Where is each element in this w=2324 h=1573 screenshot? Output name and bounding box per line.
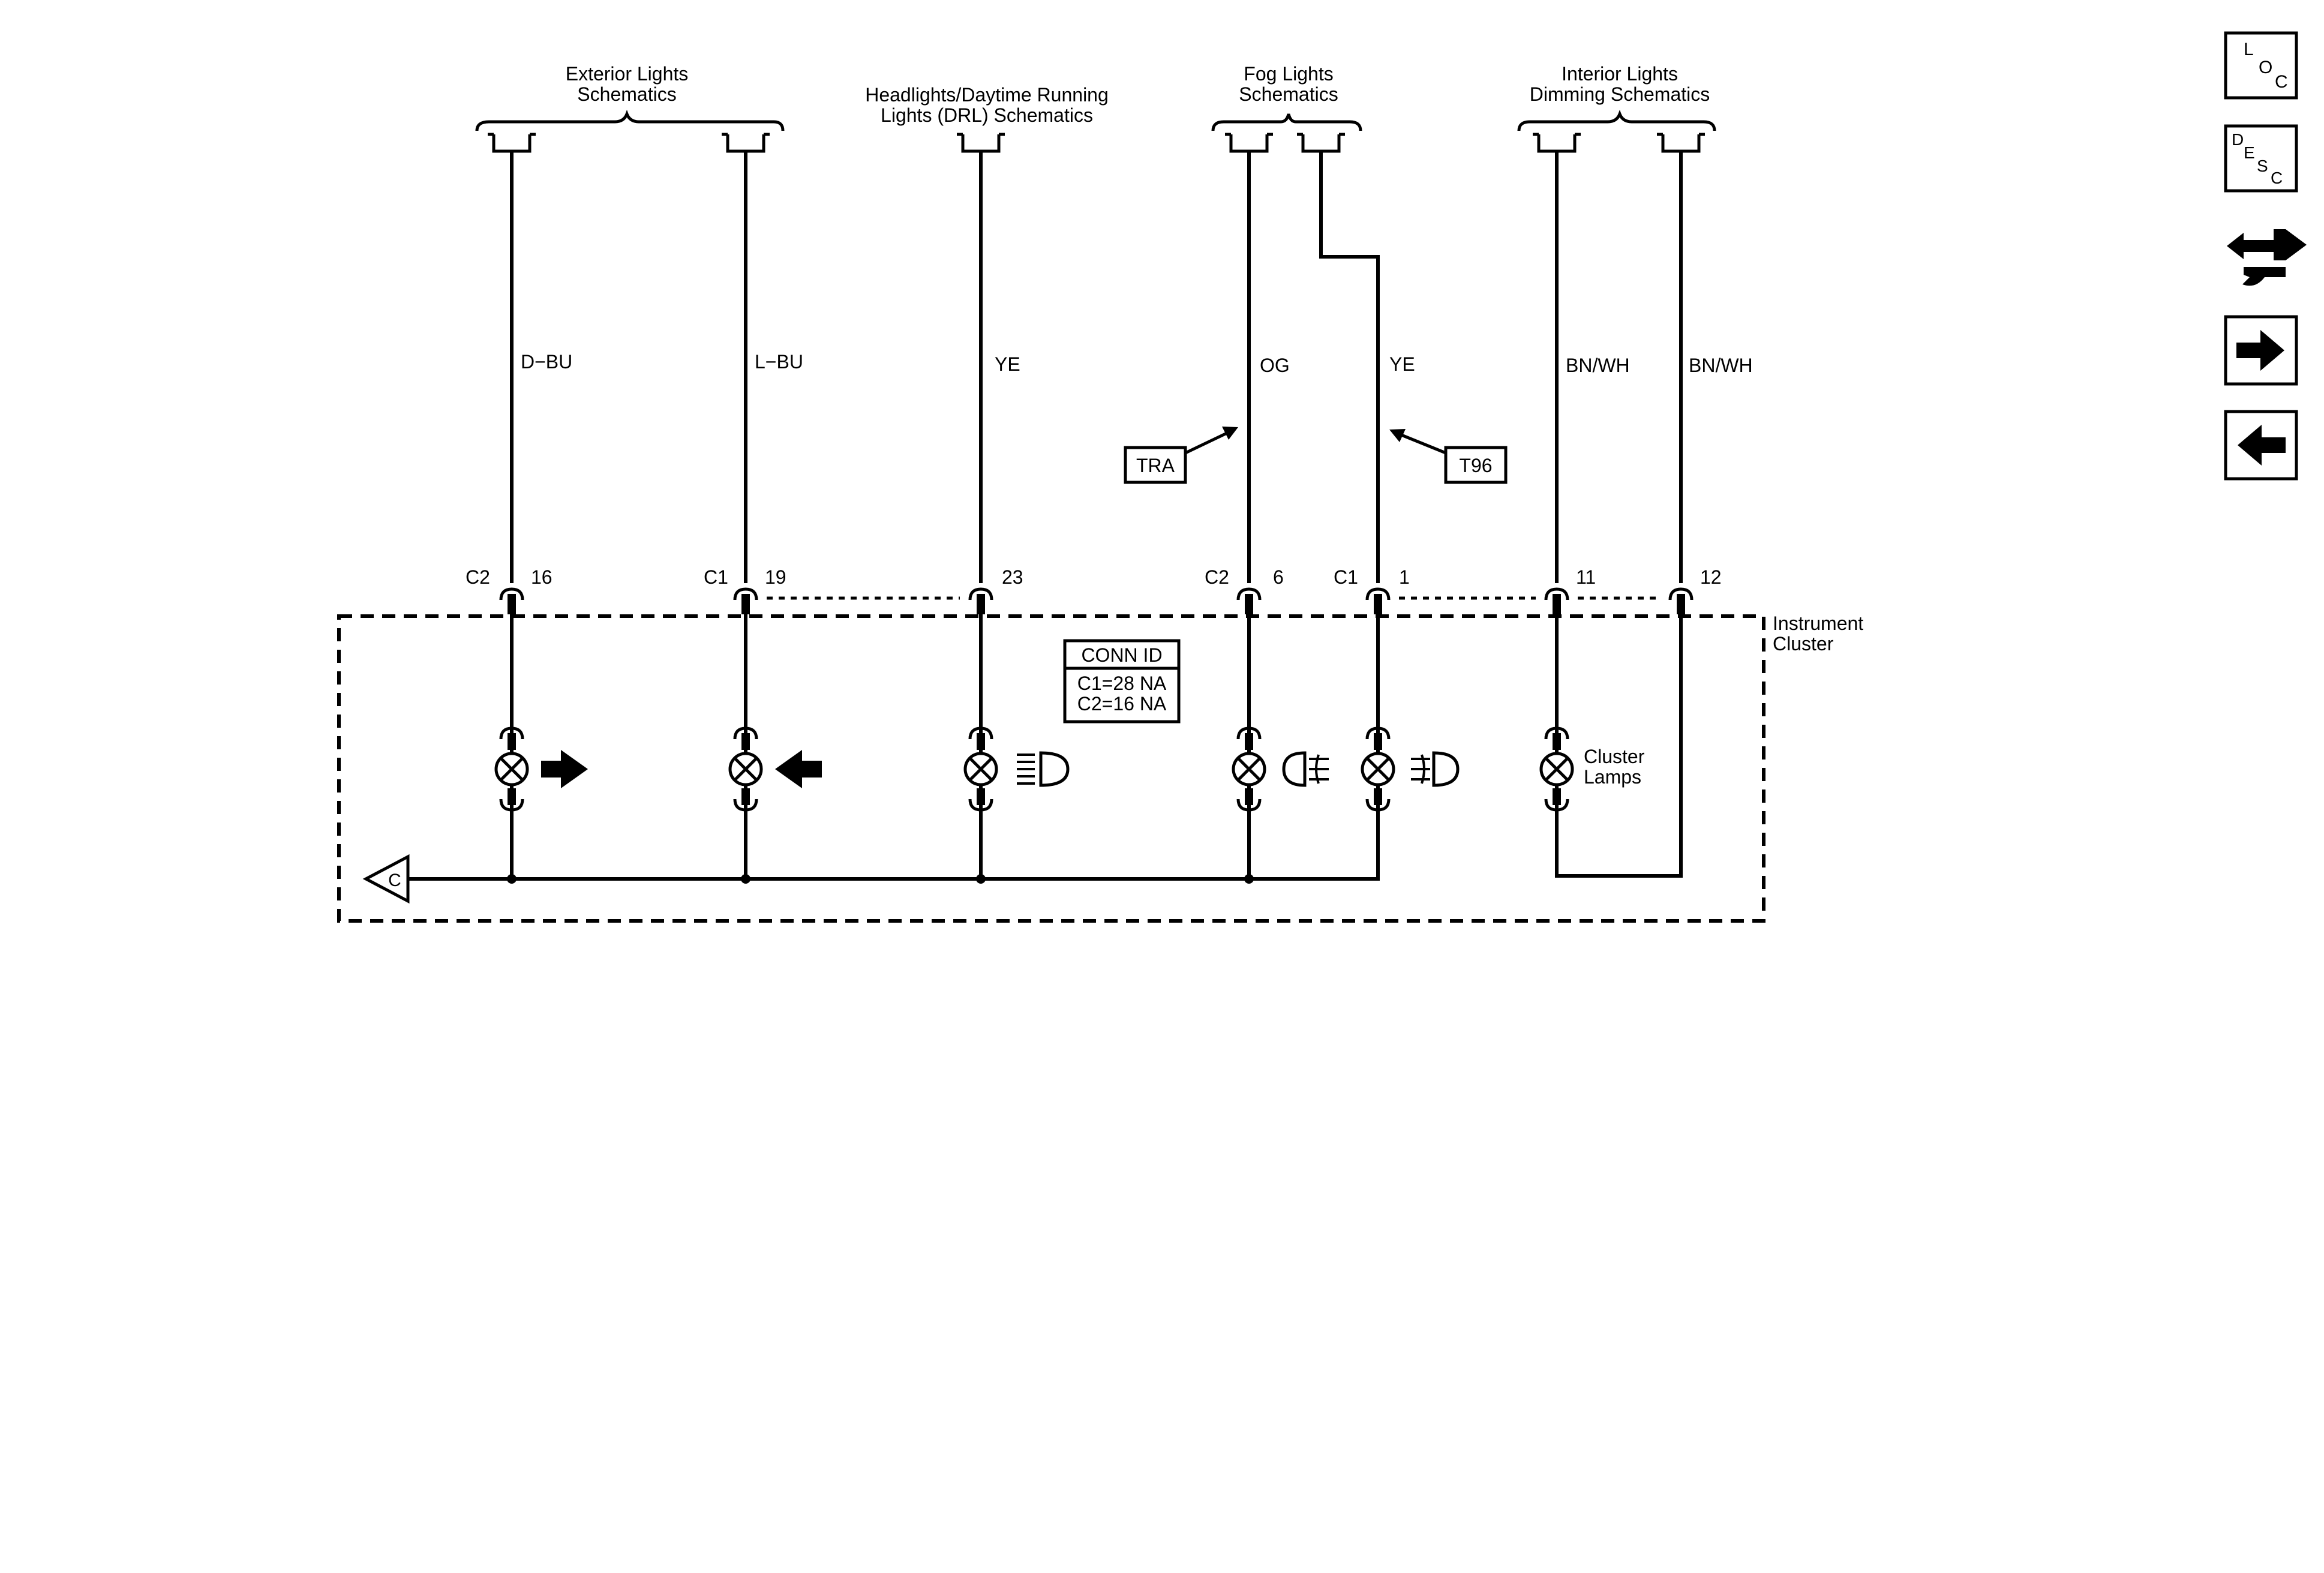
loc-letter-c: C (2275, 72, 2288, 92)
option-tra-label: TRA (1136, 455, 1175, 476)
wire-color-label: YE (995, 353, 1020, 375)
option-t96: T96 (1389, 429, 1508, 484)
ref-exterior-lights[interactable]: Exterior Lights Schematics (566, 63, 689, 105)
desc-letter-s: S (2257, 157, 2268, 175)
front-fog-icon (1411, 751, 1460, 787)
ground-reference-label: C (388, 870, 401, 890)
brace-interior (1517, 110, 1716, 131)
rear-fog-indicator-bulb (1232, 727, 1266, 812)
next-page-button[interactable] (2224, 315, 2298, 386)
ref-exterior-lights-line1: Exterior Lights (566, 63, 689, 85)
right-turn-indicator-bulb (494, 727, 529, 812)
internal-wires (408, 603, 1683, 881)
left-turn-indicator-bulb (728, 727, 763, 812)
brace-fog (1211, 113, 1362, 131)
svg-text:23: 23 (1002, 566, 1023, 588)
component-name-line1: Instrument (1773, 613, 1863, 634)
svg-text:16: 16 (531, 566, 553, 588)
arrow-left-icon (2238, 425, 2286, 466)
conn-id-table: CONN ID C1=28 NA C2=16 NA (1063, 639, 1181, 724)
cluster-lamps-bulb (1539, 727, 1574, 812)
ref-fog-lights-line2: Schematics (1239, 83, 1338, 105)
ref-fog-lights-line1: Fog Lights (1244, 63, 1333, 85)
ref-headlights-drl[interactable]: Headlights/Daytime Running Lights (DRL) … (865, 84, 1109, 126)
desc-button[interactable]: D E S C (2224, 124, 2298, 193)
cluster-lamps-label-line2: Lamps (1584, 766, 1641, 788)
wire-color-label: D−BU (521, 351, 572, 373)
desc-letter-d: D (2232, 130, 2244, 149)
conn-id-title: CONN ID (1081, 644, 1162, 666)
desc-letter-e: E (2244, 143, 2255, 162)
instrument-cluster-boundary (337, 614, 1765, 923)
ref-headlights-line2: Lights (DRL) Schematics (881, 104, 1093, 126)
svg-text:1: 1 (1399, 566, 1410, 588)
loc-letter-o: O (2259, 58, 2272, 77)
ref-headlights-line1: Headlights/Daytime Running (865, 84, 1109, 106)
pin-labels: C2 16 C1 19 23 C2 6 C1 1 11 12 (466, 566, 1722, 588)
cluster-lamps-label-line1: Cluster (1584, 746, 1645, 767)
left-turn-icon (775, 750, 822, 788)
brace-exterior (475, 110, 785, 131)
ground-reference: C (362, 854, 410, 904)
loc-button[interactable]: L O C (2224, 31, 2298, 100)
svg-text:C1: C1 (704, 566, 728, 588)
option-tra: TRA (1124, 427, 1238, 484)
right-turn-icon (541, 750, 588, 788)
wire-color-label: L−BU (755, 351, 803, 373)
ref-exterior-lights-line2: Schematics (577, 83, 676, 105)
wire-color-label: YE (1389, 353, 1415, 375)
ref-fog-lights[interactable]: Fog Lights Schematics (1239, 63, 1338, 105)
ref-interior-lights-line2: Dimming Schematics (1530, 83, 1710, 105)
wire-color-label: BN/WH (1566, 355, 1630, 376)
conn-id-c1: C1=28 NA (1077, 673, 1167, 694)
conn-id-c2: C2=16 NA (1077, 693, 1167, 715)
loc-letter-l: L (2244, 40, 2254, 59)
wire-color-label: OG (1260, 355, 1290, 376)
svg-text:19: 19 (765, 566, 786, 588)
svg-text:C1: C1 (1334, 566, 1358, 588)
desc-letter-c: C (2271, 169, 2283, 187)
splice-points (507, 874, 1254, 884)
top-connectors (488, 133, 1705, 153)
svg-text:11: 11 (1576, 566, 1596, 588)
wire-color-label: BN/WH (1689, 355, 1753, 376)
ref-interior-lights-dimming[interactable]: Interior Lights Dimming Schematics (1530, 63, 1710, 105)
component-name-line2: Cluster (1773, 633, 1834, 655)
svg-text:C2: C2 (466, 566, 490, 588)
ref-interior-lights-line1: Interior Lights (1562, 63, 1678, 85)
arrow-right-icon (2236, 330, 2284, 371)
circuit-wires (510, 151, 1683, 583)
front-fog-indicator-bulb (1361, 727, 1395, 812)
bulbs (494, 727, 1574, 812)
high-beam-indicator-bulb (963, 727, 998, 812)
option-t96-label: T96 (1459, 455, 1492, 476)
headlamp-icon (1017, 751, 1070, 787)
svg-text:6: 6 (1273, 566, 1284, 588)
connector-wrench-icon[interactable] (2227, 229, 2307, 286)
rear-fog-icon (1282, 751, 1329, 787)
previous-page-button[interactable] (2224, 410, 2298, 481)
svg-text:12: 12 (1700, 566, 1722, 588)
svg-text:C2: C2 (1205, 566, 1229, 588)
pin-cavities (499, 587, 1694, 614)
